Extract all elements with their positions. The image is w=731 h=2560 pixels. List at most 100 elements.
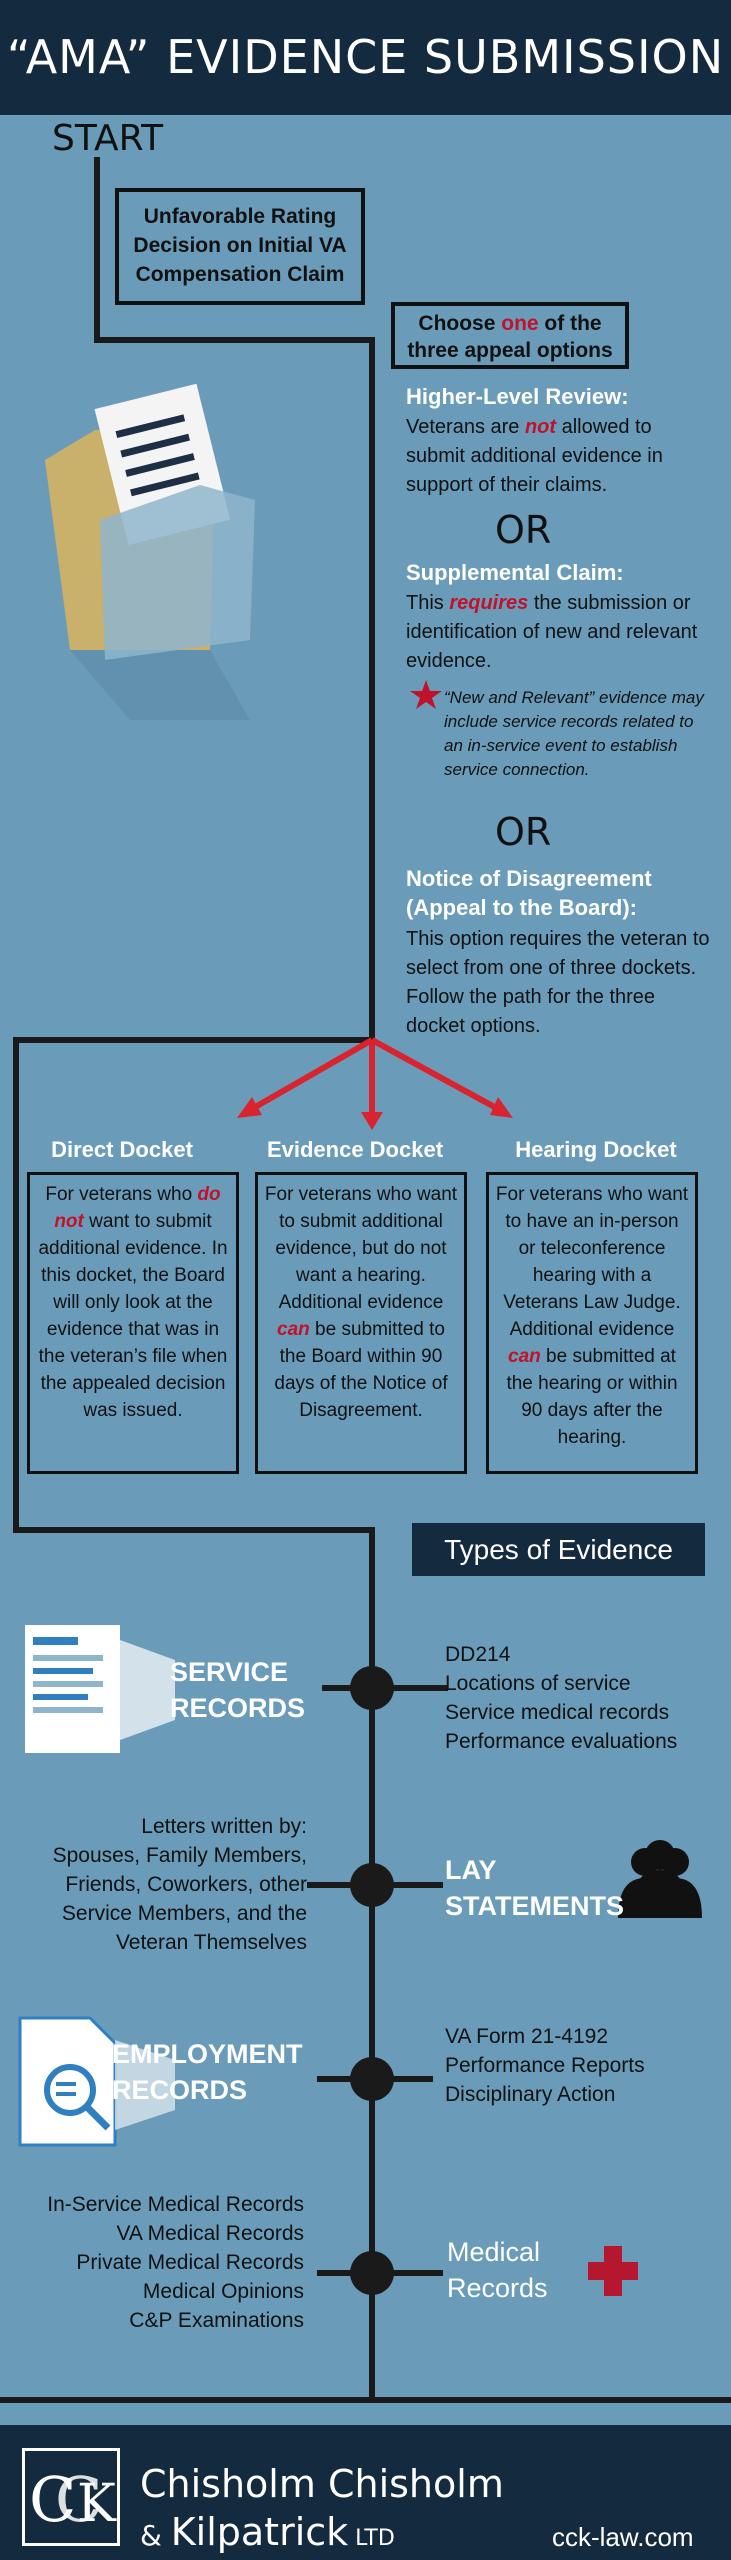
list-item: DD214 <box>445 1643 511 1666</box>
label-line: RECORDS <box>170 1693 306 1723</box>
supp-body: This requires the submission or identifi… <box>406 589 706 676</box>
initial-decision-line: Compensation Claim <box>135 263 345 286</box>
text-fragment: For veterans who <box>45 1184 198 1205</box>
dot-medical <box>350 2251 394 2295</box>
label-line: Medical <box>447 2237 541 2267</box>
folder-icon <box>45 383 255 720</box>
text-fragment: For veterans who want to have an in-pers… <box>495 1184 689 1340</box>
choose-line-1: Choose one of the <box>395 310 625 337</box>
text-fragment: the submission or identification of new … <box>406 592 698 672</box>
service-records-label: SERVICE RECORDS <box>170 1654 305 1726</box>
text-fragment: can <box>508 1346 541 1367</box>
text-fragment: can <box>277 1319 310 1340</box>
label-line: LAY <box>445 1855 497 1885</box>
list-item: Performance Reports <box>445 2054 645 2077</box>
list-item: VA Form 21-4192 <box>445 2025 609 2048</box>
label-line: RECORDS <box>112 2075 248 2105</box>
docket-arrows <box>237 1037 513 1130</box>
text-fragment: & <box>140 2519 171 2552</box>
svg-text:C: C <box>29 2463 76 2536</box>
evidence-docket-box: For veterans who want to submit addition… <box>255 1172 467 1474</box>
text-fragment: LTD <box>348 2526 395 2551</box>
list-item: Friends, Coworkers, other <box>65 1873 307 1896</box>
list-item: Disciplinary Action <box>445 2083 616 2106</box>
direct-docket-title: Direct Docket <box>51 1137 193 1162</box>
choose-pre: Choose <box>418 312 502 335</box>
evidence-docket-title: Evidence Docket <box>266 1137 444 1162</box>
employment-records-icon <box>18 2016 175 2147</box>
list-item: Spouses, Family Members, <box>52 1844 307 1867</box>
text-fragment: do not <box>54 1184 221 1232</box>
initial-decision-box: Unfavorable Rating Decision on Initial V… <box>115 188 365 305</box>
label-line: SERVICE <box>170 1657 289 1687</box>
initial-decision-line: Decision on Initial VA <box>133 234 347 257</box>
label-line: Records <box>447 2273 548 2303</box>
website-link[interactable]: cck-law.com <box>552 2522 694 2552</box>
firm-name-line-1: Chisholm Chisholm <box>140 2462 504 2506</box>
medical-records-label: Medical Records <box>447 2234 548 2306</box>
medical-cross-icon <box>588 2246 638 2296</box>
firm-name-line-2: & Kilpatrick LTD <box>140 2510 395 2554</box>
start-label: START <box>52 118 164 159</box>
list-item: Private Medical Records <box>76 2251 304 2274</box>
page-title: “AMA” EVIDENCE SUBMISSION <box>6 30 725 84</box>
hlr-title: Higher-Level Review: <box>406 384 629 409</box>
text-fragment: requires <box>449 592 529 614</box>
lay-statements-list: Letters written by: Spouses, Family Memb… <box>10 1812 307 1957</box>
text-fragment: Veterans are <box>406 416 525 438</box>
cck-logo: C C K <box>22 2448 120 2546</box>
star-icon <box>410 680 442 709</box>
hearing-docket-title: Hearing Docket <box>515 1137 677 1162</box>
text-fragment: not <box>524 416 557 438</box>
employment-records-label: EMPLOYMENT RECORDS <box>112 2036 303 2108</box>
dot-service <box>350 1666 394 1710</box>
employment-records-list: VA Form 21-4192 Performance Reports Disc… <box>445 2022 645 2109</box>
list-item: Letters written by: <box>141 1815 307 1838</box>
list-item: Veteran Themselves <box>115 1931 307 1954</box>
label-line: EMPLOYMENT <box>112 2039 303 2069</box>
lay-statements-label: LAY STATEMENTS <box>445 1852 624 1924</box>
choose-post: of the <box>538 312 602 335</box>
text-fragment: allowed to submit additional evidence in… <box>406 416 663 496</box>
hearing-docket-box: For veterans who want to have an in-pers… <box>486 1172 698 1474</box>
hlr-body: Veterans are not allowed to submit addit… <box>406 413 706 500</box>
text-fragment: be submitted to the Board within 90 days… <box>274 1319 448 1421</box>
supp-note: “New and Relevant” evidence may include … <box>444 688 704 779</box>
cck-logo-mark: C C K <box>29 2463 117 2536</box>
types-of-evidence-title: Types of Evidence <box>412 1523 705 1576</box>
supp-title: Supplemental Claim: <box>406 560 624 585</box>
nod-title-1: Notice of Disagreement <box>406 866 652 891</box>
service-records-list: DD214 Locations of service Service medic… <box>445 1640 677 1756</box>
list-item: Performance evaluations <box>445 1730 678 1753</box>
list-item: Service medical records <box>445 1701 670 1724</box>
medical-records-list: In-Service Medical Records VA Medical Re… <box>10 2190 304 2335</box>
choose-box: Choose one of the three appeal options <box>391 302 629 369</box>
list-item: Locations of service <box>445 1672 631 1695</box>
text-fragment: This <box>406 592 450 614</box>
svg-text:C: C <box>55 2463 102 2536</box>
label-line: STATEMENTS <box>445 1891 624 1921</box>
list-item: In-Service Medical Records <box>47 2193 304 2216</box>
choose-highlight: one <box>501 312 539 335</box>
people-icon <box>618 1840 702 1918</box>
list-item: VA Medical Records <box>116 2222 304 2245</box>
choose-line-2: three appeal options <box>407 339 613 362</box>
list-item: Medical Opinions <box>142 2280 304 2303</box>
dot-employment <box>350 2057 394 2101</box>
list-item: Service Members, and the <box>61 1902 307 1925</box>
dot-lay <box>350 1863 394 1907</box>
or-label-2: OR <box>495 810 552 854</box>
initial-decision-line: Unfavorable Rating <box>143 205 337 228</box>
list-item: C&P Examinations <box>129 2309 304 2332</box>
service-records-icon <box>25 1625 175 1753</box>
svg-text:K: K <box>77 2474 117 2534</box>
nod-title-2: (Appeal to the Board): <box>406 895 637 920</box>
footer-banner <box>0 2425 731 2560</box>
header-banner: “AMA” EVIDENCE SUBMISSION <box>0 0 731 115</box>
nod-body: This option requires the veteran to sele… <box>406 928 710 1037</box>
direct-docket-box: For veterans who do not want to submit a… <box>27 1172 239 1474</box>
text-fragment: want to submit additional evidence. In t… <box>38 1211 228 1421</box>
text-fragment: be submitted at the hearing or within 90… <box>506 1346 678 1448</box>
text-fragment: For veterans who want to submit addition… <box>264 1184 458 1313</box>
